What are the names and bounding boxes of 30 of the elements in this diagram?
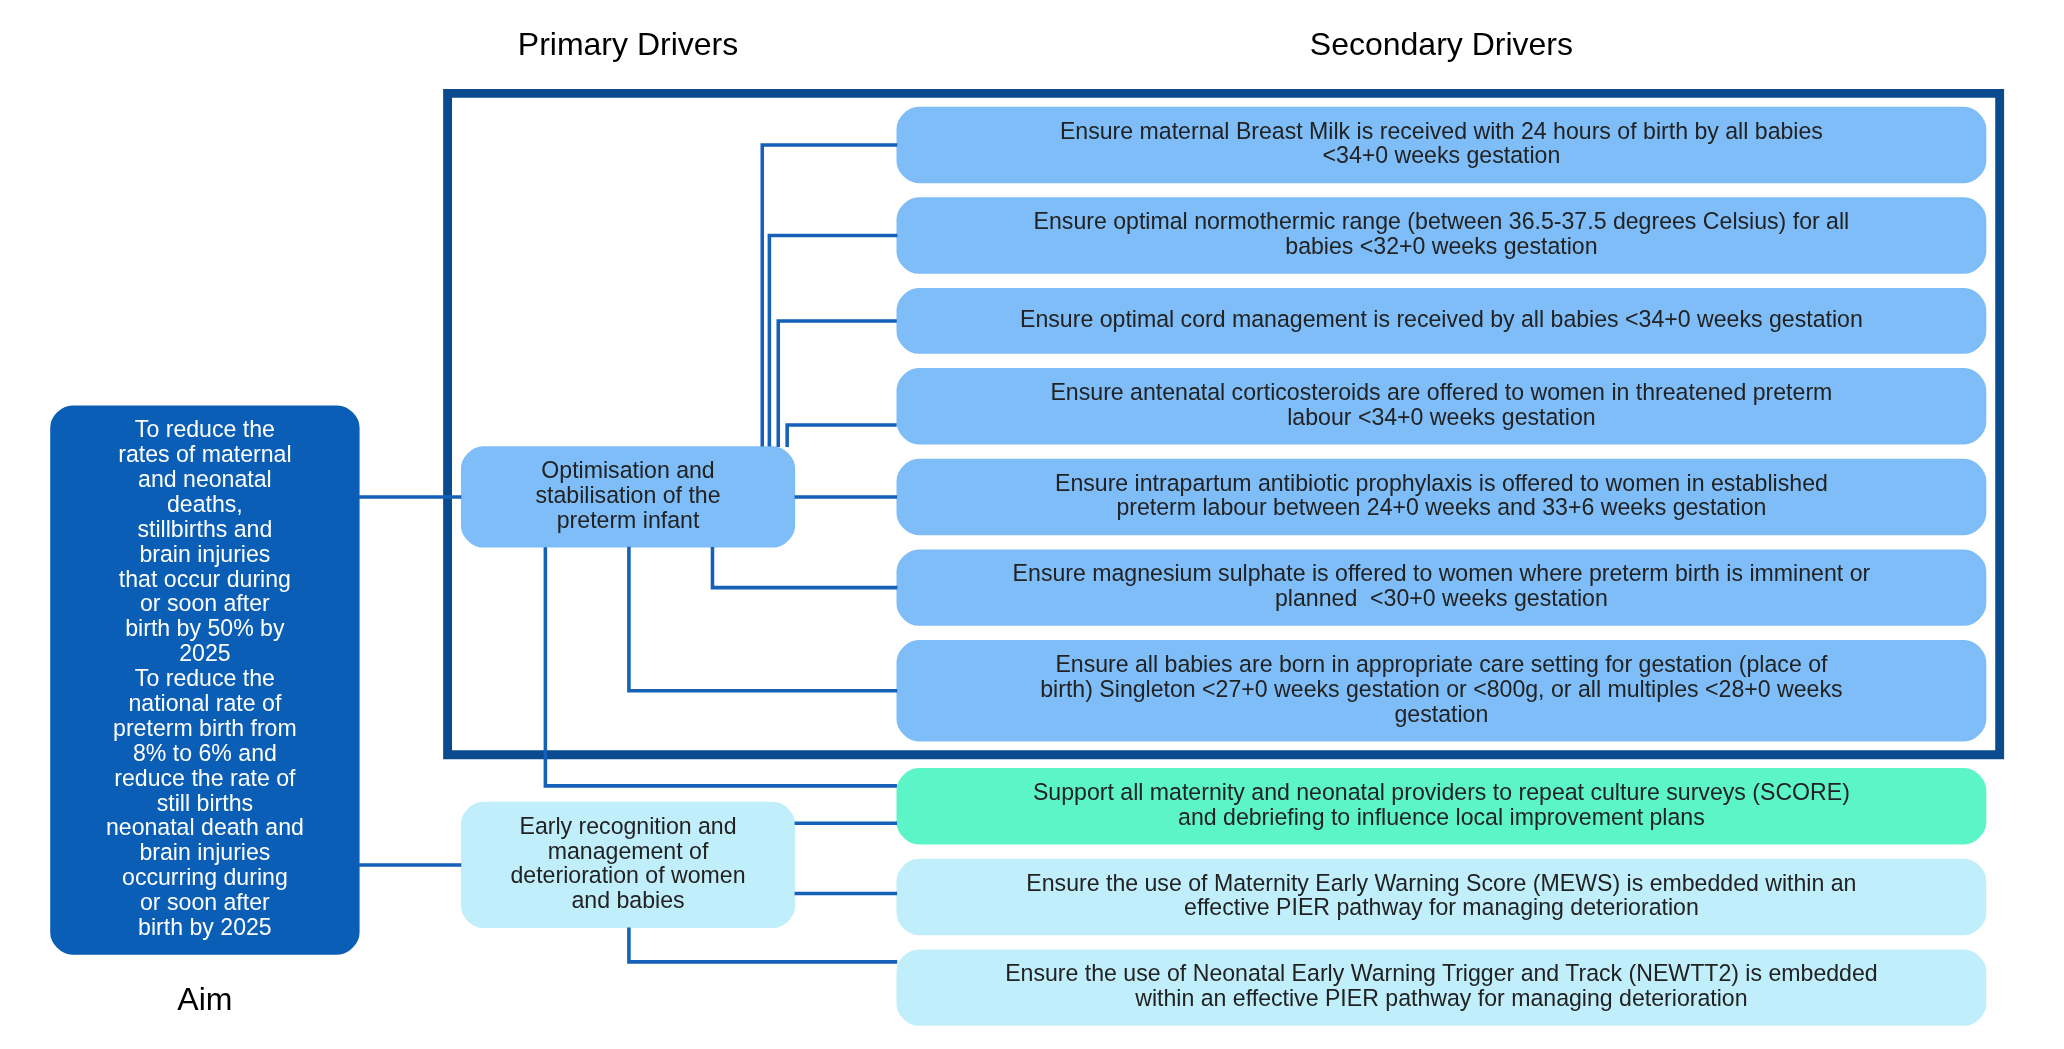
connector: [794, 821, 897, 825]
node-box: Support all maternity and neonatal providers to repeat culture surveys (SCORE) and debriefing to influence local improvement plans: [896, 768, 1986, 845]
label: Secondary Drivers: [1309, 25, 1573, 62]
node-box: Ensure optimal normothermic range (between 36.5-37.5 degrees Celsius) for all babies <32+0 weeks gestation: [896, 197, 1986, 274]
connector: [626, 927, 897, 964]
connector: [543, 547, 897, 788]
node-box: Ensure magnesium sulphate is offered to women where preterm birth is imminent or planned <30+0 weeks gestation: [896, 549, 1986, 626]
node-box: Ensure maternal Breast Milk is received with 24 hours of birth by all babies <34+0 weeks gestation: [896, 106, 1986, 184]
node-box: Ensure optimal cord management is received by all babies <34+0 weeks gestation: [896, 288, 1986, 354]
connector: [626, 546, 897, 693]
node-box: Early recognition and management of deterioration of women and babies: [460, 801, 795, 929]
node-box: Optimisation and stabilisation of the preterm infant: [460, 446, 795, 548]
node-box: Ensure the use of Maternity Early Warning Score (MEWS) is embedded within an effective PIER pathway for managing deterioration: [896, 858, 1986, 936]
connector: [776, 319, 897, 447]
node-box: Ensure antenatal corticosteroids are offered to women in threatened preterm labour <34+0 weeks gestation: [896, 368, 1986, 445]
connector: [760, 143, 897, 447]
connector: [358, 863, 461, 867]
connector: [794, 891, 897, 896]
connector: [794, 495, 897, 499]
cluster: [442, 88, 2004, 760]
node-box: To reduce the rates of maternal and neonatal deaths, stillbirths and brain injuries that occur during or soon after birth by 50% by 2025 To reduce the national rate of preterm birth from 8% to 6% and reduce the rate of still births neonatal death and brain injuries occurring during or soon after birth by 2025: [49, 405, 360, 955]
connector: [710, 547, 897, 590]
label: Aim: [176, 980, 232, 1017]
connector: [767, 233, 897, 447]
connector: [784, 423, 897, 447]
connector: [358, 495, 461, 499]
node-box: Ensure all babies are born in appropriate care setting for gestation (place of birth) Singleton <27+0 weeks gestation or <800g, or all multiples <28+0 weeks gestation: [896, 640, 1986, 742]
node-box: Ensure the use of Neonatal Early Warning Trigger and Track (NEWTT2) is embedded within an effective PIER pathway for managing deterioration: [896, 949, 1986, 1026]
node-box: Ensure intrapartum antibiotic prophylaxis is offered to women in established preterm labour between 24+0 weeks and 33+6 weeks gestation: [896, 458, 1986, 536]
label: Primary Drivers: [517, 25, 738, 62]
